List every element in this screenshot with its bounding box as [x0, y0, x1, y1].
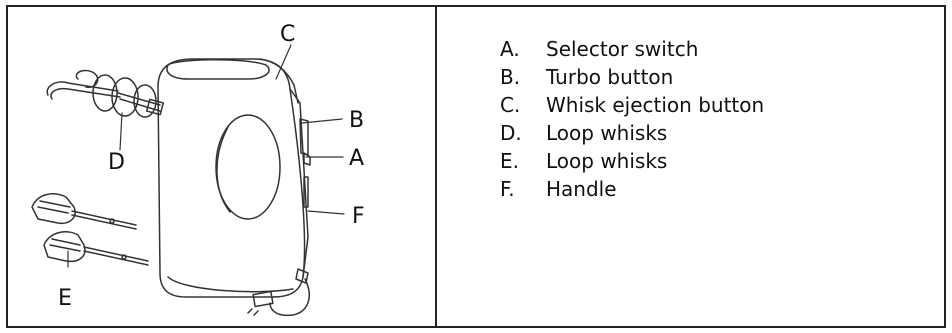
callout-d: D: [108, 150, 125, 175]
legend-item-a: A. Selector switch: [500, 35, 764, 63]
legend-letter: F.: [500, 177, 515, 201]
callout-f: F: [352, 204, 365, 229]
legend-cell: A. Selector switch B. Turbo button C. Wh…: [437, 7, 944, 326]
beaters-drawing: [31, 193, 149, 266]
legend-item-c: C. Whisk ejection button: [500, 91, 764, 119]
figure-cell: C B A D F E: [8, 7, 437, 326]
callout-e: E: [58, 286, 72, 311]
callout-b: B: [349, 108, 364, 133]
legend-item-d: D. Loop whisks: [500, 119, 764, 147]
callout-a: A: [349, 146, 364, 171]
leader-lines: [67, 44, 345, 268]
legend-letter: A.: [500, 37, 520, 61]
hand-mixer-illustration: C B A D F E: [31, 22, 365, 317]
legend-item-b: B. Turbo button: [500, 63, 764, 91]
parts-legend: A. Selector switch B. Turbo button C. Wh…: [500, 35, 764, 203]
legend-text: Handle: [546, 177, 617, 201]
legend-text: Selector switch: [546, 37, 699, 61]
callout-c: C: [280, 22, 295, 47]
legend-text: Loop whisks: [546, 149, 668, 173]
legend-item-e: E. Loop whisks: [500, 147, 764, 175]
mixer-body-drawing: [157, 58, 311, 317]
parts-table: C B A D F E A. Selector switch B. Turbo …: [6, 5, 946, 328]
legend-text: Turbo button: [546, 65, 674, 89]
legend-letter: B.: [500, 65, 521, 89]
legend-text: Loop whisks: [546, 121, 668, 145]
loop-whisks-drawing: [46, 69, 165, 118]
legend-letter: E.: [500, 149, 519, 173]
legend-letter: C.: [500, 93, 521, 117]
legend-text: Whisk ejection button: [546, 93, 765, 117]
legend-item-f: F. Handle: [500, 175, 764, 203]
legend-letter: D.: [500, 121, 522, 145]
